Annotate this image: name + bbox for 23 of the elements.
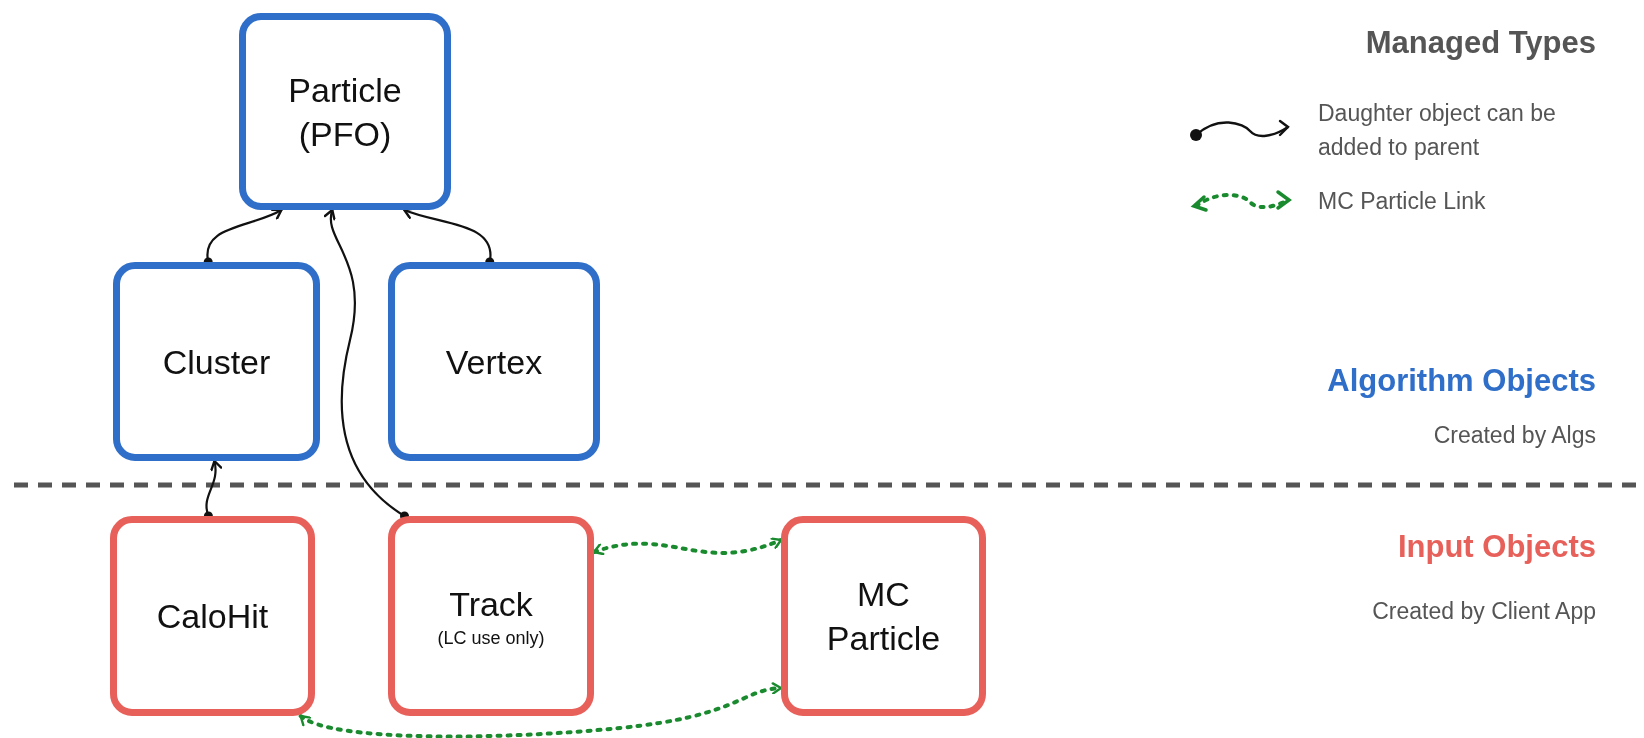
legend-text: Daughter object can be added to parent (1318, 99, 1557, 162)
arrow (592, 536, 783, 556)
box-label: Vertex (444, 341, 544, 383)
section-note: Created by Client App (1372, 597, 1596, 626)
rounded-box (781, 516, 986, 716)
arrow (298, 682, 783, 738)
section-note: Created by Algs (1433, 421, 1596, 450)
rounded-box (110, 516, 315, 716)
rounded-box (239, 13, 451, 210)
box-label: Cluster (161, 341, 272, 383)
rounded-box (388, 262, 600, 461)
box-label: Particle (PFO) (287, 69, 403, 155)
box-label: MC Particle (825, 574, 942, 659)
box-label: CaloHit (155, 596, 270, 637)
box-note: (LC use only) (437, 627, 545, 650)
section-heading: Algorithm Objects (1327, 362, 1596, 400)
arrow (324, 208, 409, 521)
section-heading: Input Objects (1397, 528, 1596, 566)
title: Managed Types (1365, 24, 1596, 62)
rounded-box (113, 262, 320, 461)
box-label: Track (448, 584, 534, 625)
rounded-box (388, 516, 594, 716)
legend-text: MC Particle Link (1318, 187, 1487, 216)
